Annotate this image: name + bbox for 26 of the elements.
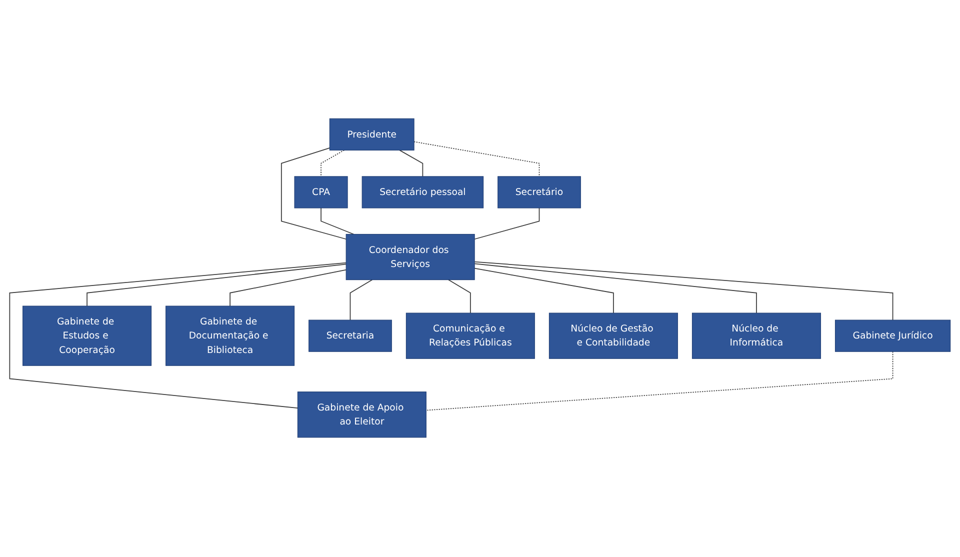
connector [280, 148, 347, 240]
node-box: Secretário [498, 176, 581, 209]
connector [9, 262, 347, 409]
connector [474, 208, 540, 240]
node-box: Núcleo de Gestão e Contabilidade [548, 313, 678, 360]
node-box: Gabinete de Estudos e Cooperação [22, 306, 152, 366]
node-box: Coordenador dos Serviços [346, 234, 475, 281]
connector [320, 150, 345, 178]
node-box: Gabinete Jurídico [834, 320, 951, 352]
connector [230, 270, 347, 307]
connector [320, 208, 354, 236]
connector [474, 264, 757, 314]
node-box: Presidente [329, 118, 414, 151]
node-box: Secretário pessoal [362, 176, 484, 209]
node-box: Núcleo de Informática [692, 313, 821, 360]
node-box: Gabinete de Documentação e Biblioteca [166, 306, 295, 366]
connector [86, 264, 347, 307]
node-box: Gabinete de Apoio ao Eleitor [297, 392, 426, 438]
node-box: CPA [294, 176, 348, 209]
connector [474, 268, 614, 314]
connector [474, 262, 894, 321]
connector [426, 352, 894, 412]
node-box: Secretaria [308, 320, 392, 352]
connector [399, 150, 424, 178]
connector [414, 142, 540, 178]
node-box: Comunicação e Relações Públicas [406, 313, 535, 360]
